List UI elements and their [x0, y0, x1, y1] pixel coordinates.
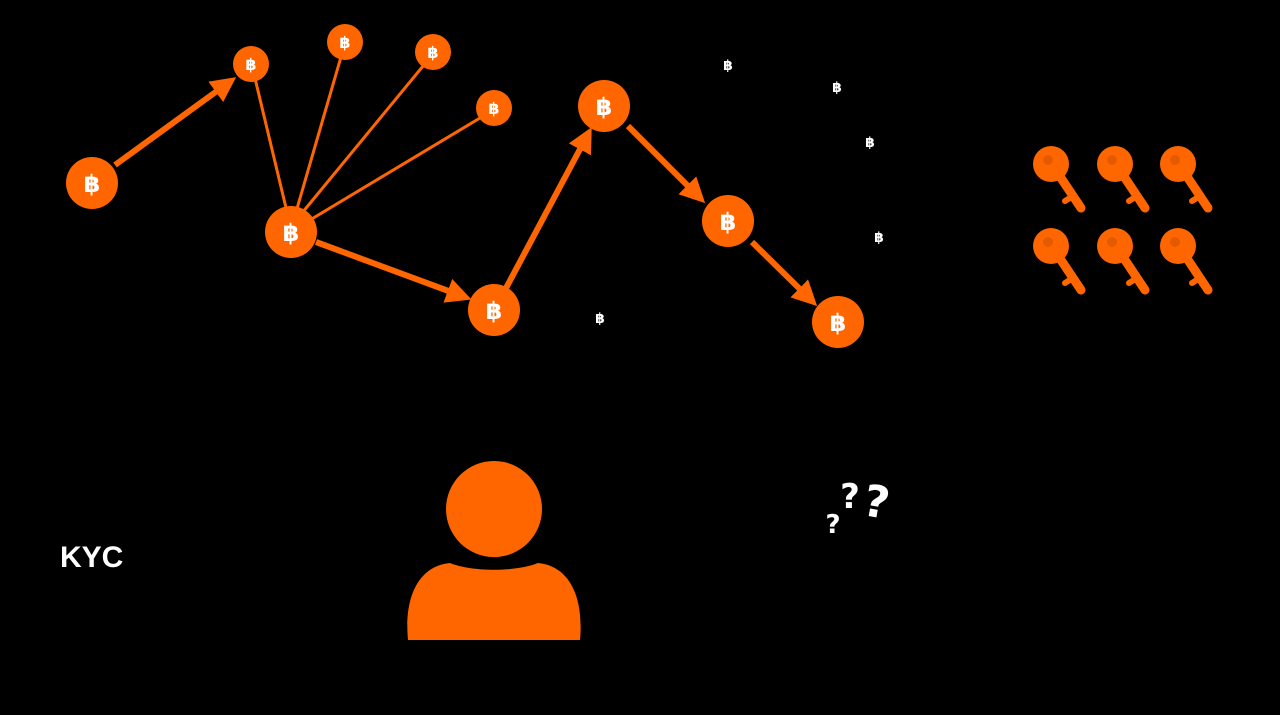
bitcoin-icon: ฿: [578, 80, 630, 132]
question-mark-icon: ?: [840, 477, 860, 517]
svg-text:฿: ฿: [486, 297, 503, 325]
transaction-edges: [113, 49, 818, 307]
edge-arrow: [113, 77, 237, 168]
bitcoin-icon: ฿: [865, 135, 875, 151]
svg-text:฿: ฿: [596, 93, 613, 121]
question-mark-icon: ?: [825, 510, 840, 540]
question-marks: ? ? ?: [825, 475, 893, 540]
svg-text:฿: ฿: [488, 99, 499, 118]
edge-line: [309, 110, 491, 222]
bitcoin-icon: ฿: [233, 46, 269, 82]
svg-text:฿: ฿: [245, 55, 256, 74]
bitcoin-icon: ฿: [66, 157, 118, 209]
edge-line: [300, 59, 430, 214]
svg-text:฿: ฿: [339, 33, 350, 52]
edge-arrow: [625, 123, 706, 204]
bitcoin-icon: ฿: [468, 284, 520, 336]
svg-text:฿: ฿: [427, 43, 438, 62]
bitcoin-icon: ฿: [595, 311, 605, 327]
kyc-label: KYC: [60, 541, 123, 574]
bitcoin-icon: ฿: [832, 80, 842, 96]
bitcoin-icon: ฿: [812, 296, 864, 348]
bitcoin-icon: ฿: [702, 195, 754, 247]
key-icon: [1160, 228, 1213, 295]
key-icon: [1033, 146, 1086, 213]
question-mark-icon: ?: [860, 475, 894, 530]
edge-line: [251, 69, 289, 213]
key-icon: [1097, 146, 1150, 213]
person-icon: [407, 461, 581, 640]
svg-text:฿: ฿: [830, 309, 847, 337]
bitcoin-icon: ฿: [476, 90, 512, 126]
bitcoin-icon: ฿: [265, 206, 317, 258]
edge-line: [294, 49, 345, 213]
svg-text:฿: ฿: [84, 170, 101, 198]
scattered-bitcoin-symbols: ฿ ฿ ฿ ฿ ฿: [595, 58, 884, 327]
key-icon: [1160, 146, 1213, 213]
bitcoin-icon: ฿: [415, 34, 451, 70]
bitcoin-icon: ฿: [327, 24, 363, 60]
key-icon: [1033, 228, 1086, 295]
edge-arrow: [314, 239, 472, 303]
edge-arrow: [749, 239, 818, 307]
key-icon: [1097, 228, 1150, 295]
bitcoin-icon: ฿: [723, 58, 733, 74]
svg-text:฿: ฿: [720, 208, 737, 236]
bitcoin-icon: ฿: [874, 230, 884, 246]
edge-arrow: [502, 127, 592, 292]
svg-text:฿: ฿: [283, 219, 300, 247]
keys-grid: [1033, 146, 1213, 295]
